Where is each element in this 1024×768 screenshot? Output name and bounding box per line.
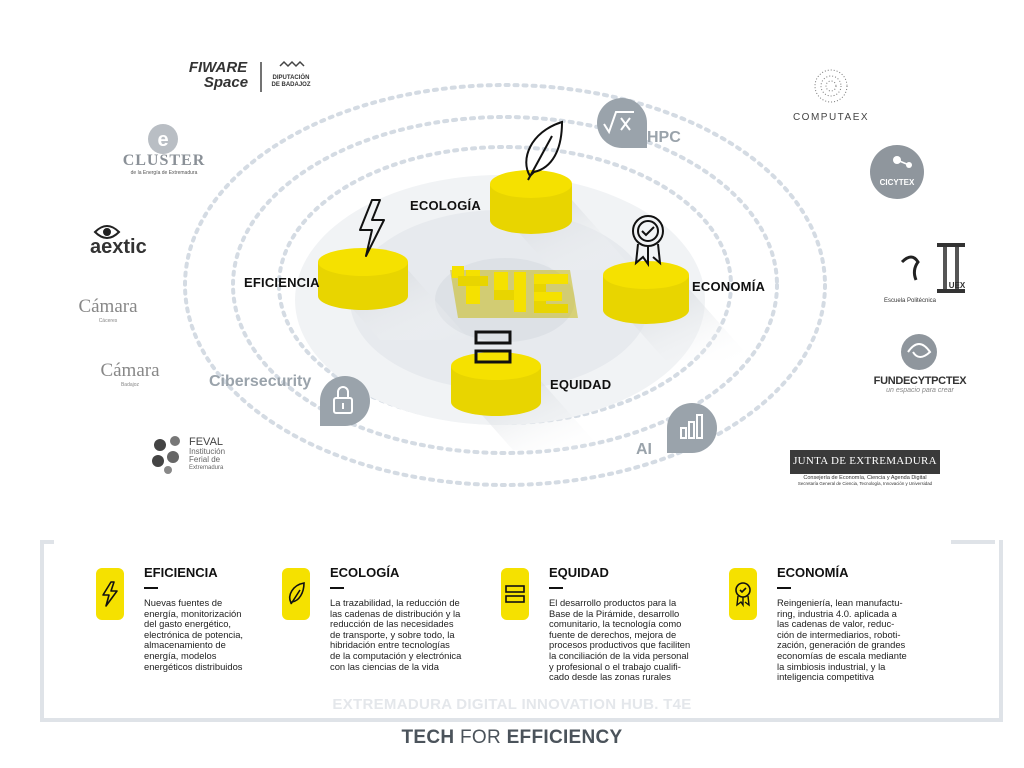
card-title: EFICIENCIA <box>144 565 218 580</box>
medal-icon <box>735 582 751 607</box>
pillar-economia <box>603 261 689 324</box>
cicytex-logo: CICYTEX <box>872 172 922 190</box>
diputacion-text: DIPUTACIÓN <box>272 75 310 81</box>
hpc-label: HPC <box>647 129 681 146</box>
cicytex-logo-mark <box>870 145 924 199</box>
escuela-politecnica-text: Escuela Politécnica <box>883 298 937 304</box>
uex-logo-mark <box>937 243 965 293</box>
card-description: La trazabilidad, la reducción de las cad… <box>330 597 462 672</box>
cluster-energia-logo: CLUSTER de la Energía de Extremadura <box>120 152 208 176</box>
camara-badajoz-logo: Cámara Badajoz <box>84 360 176 388</box>
feval-line4: Extremadura <box>189 465 224 471</box>
fundecyt-pctex-logo: FUNDECYTPCTEX un espacio para crear <box>868 375 972 394</box>
pillar-ecologia <box>490 170 572 234</box>
diputacion-badajoz-logo: DIPUTACIÓN DE BADAJOZ <box>266 75 316 89</box>
square-root-icon <box>603 111 634 135</box>
fundecyt-sub: un espacio para crear <box>886 387 954 394</box>
junta-line3: Secretaría General de Ciencia, Tecnologí… <box>797 481 933 486</box>
lightning-icon <box>102 581 118 607</box>
camara-caceres-sub: Cáceres <box>98 318 118 324</box>
card-title: ECONOMÍA <box>777 565 849 580</box>
card-description: Nuevas fuentes de energía, monitorizació… <box>144 597 244 672</box>
footer-tag-for: FOR <box>459 727 501 748</box>
junta-extremadura-logo: JUNTA DE EXTREMADURA Consejería de Econo… <box>790 455 940 486</box>
footer-tag-tech: TECH <box>401 727 455 748</box>
junta-text: JUNTA DE EXTREMADURA <box>793 455 937 467</box>
aextic-eye-logo-mark <box>93 225 121 239</box>
cybersecurity-bubble[interactable] <box>320 376 370 426</box>
card-dash <box>549 587 563 589</box>
card-dash <box>777 587 791 589</box>
feval-line2: Institución <box>189 447 226 456</box>
padlock-icon <box>333 386 353 414</box>
ai-label: AI <box>636 441 652 458</box>
fiware-text: FIWARE <box>188 59 248 76</box>
feval-dots-logo-mark <box>152 436 180 474</box>
escuela-politecnica-logo: Escuela Politécnica <box>880 289 940 307</box>
footer-subtitle: EXTREMADURA DIGITAL INNOVATION HUB. T4E <box>332 696 692 713</box>
feval-logo: FEVAL Institución Ferial de Extremadura <box>189 436 249 472</box>
ai-bubble[interactable] <box>667 403 717 453</box>
frame-top-right <box>951 540 995 544</box>
equals-icon <box>474 330 512 364</box>
card-title: EQUIDAD <box>549 565 609 580</box>
pillar-label-ecologia: ECOLOGÍA <box>410 198 481 213</box>
frame-top-left <box>40 540 54 544</box>
aextic-text: aextic <box>90 236 147 258</box>
junta-line2: Consejería de Economía, Ciencia y Agenda… <box>803 475 927 481</box>
hpc-bubble[interactable] <box>597 98 647 148</box>
fundecyt-text: FUNDECYTPCTEX <box>873 375 967 387</box>
card-description: Reingeniería, lean manufactu- ring, indu… <box>777 597 907 683</box>
cybersecurity-label: Cibersecurity <box>209 373 312 390</box>
pillar-equidad <box>451 352 541 416</box>
card-description: El desarrollo productos para la Base de … <box>549 597 691 683</box>
diputacion-badajoz-logo-mark <box>260 60 305 92</box>
pillar-label-equidad: EQUIDAD <box>550 377 612 392</box>
uex-text: UEX <box>948 281 966 290</box>
fiware-space-logo: FIWARE Space <box>178 60 258 90</box>
footer-tagline: TECH FOR EFFICIENCY <box>0 727 1024 749</box>
lightning-icon <box>359 199 385 257</box>
space-text: Space <box>203 74 249 91</box>
feval-text: FEVAL <box>189 436 224 448</box>
card-dash <box>330 587 344 589</box>
camara-caceres-logo: Cámara Cáceres <box>62 296 154 324</box>
cluster-text: CLUSTER <box>122 152 206 169</box>
card-dash <box>144 587 158 589</box>
computaex-logo-mark <box>814 69 848 103</box>
uex-logo: UEX <box>946 275 968 293</box>
card-icon-box <box>729 568 757 620</box>
camara-caceres-text: Cámara <box>78 296 138 317</box>
camara-badajoz-text: Cámara <box>100 360 160 381</box>
svg-text:e: e <box>157 129 168 151</box>
medal-icon <box>632 215 664 268</box>
cicytex-text: CICYTEX <box>879 178 915 187</box>
feval-line3: Ferial de <box>189 455 221 464</box>
pillar-label-eficiencia: EFICIENCIA <box>244 275 320 290</box>
equals-icon <box>505 585 525 603</box>
bar-chart-icon <box>680 414 703 439</box>
t4e-diagram: e <box>93 60 965 487</box>
footer-tag-efficiency: EFFICIENCY <box>506 727 623 748</box>
leaf-icon <box>288 582 305 605</box>
t4e-hub-logo <box>450 266 578 318</box>
computaex-text: COMPUTAEX <box>792 112 870 123</box>
badajoz-text: DE BADAJOZ <box>271 82 311 88</box>
cluster-sub-text: de la Energía de Extremadura <box>130 170 198 176</box>
card-icon-box <box>282 568 310 620</box>
pillar-eficiencia <box>318 248 408 310</box>
card-title: ECOLOGÍA <box>330 565 400 580</box>
junta-extremadura-logo-frame <box>790 450 940 474</box>
fundecyt-logo-mark <box>901 334 937 370</box>
aextic-logo: aextic <box>90 236 154 259</box>
cards-frame <box>40 540 1003 722</box>
card-icon-box <box>501 568 529 620</box>
pillar-label-economia: ECONOMÍA <box>692 279 766 294</box>
computaex-logo: COMPUTAEX <box>770 107 892 125</box>
cluster-energia-logo-mark: e <box>148 124 178 154</box>
escuela-politecnica-logo-mark <box>900 255 920 281</box>
card-icon-box <box>96 568 124 620</box>
leaf-icon <box>525 120 564 181</box>
camara-badajoz-sub: Badajoz <box>120 382 140 388</box>
